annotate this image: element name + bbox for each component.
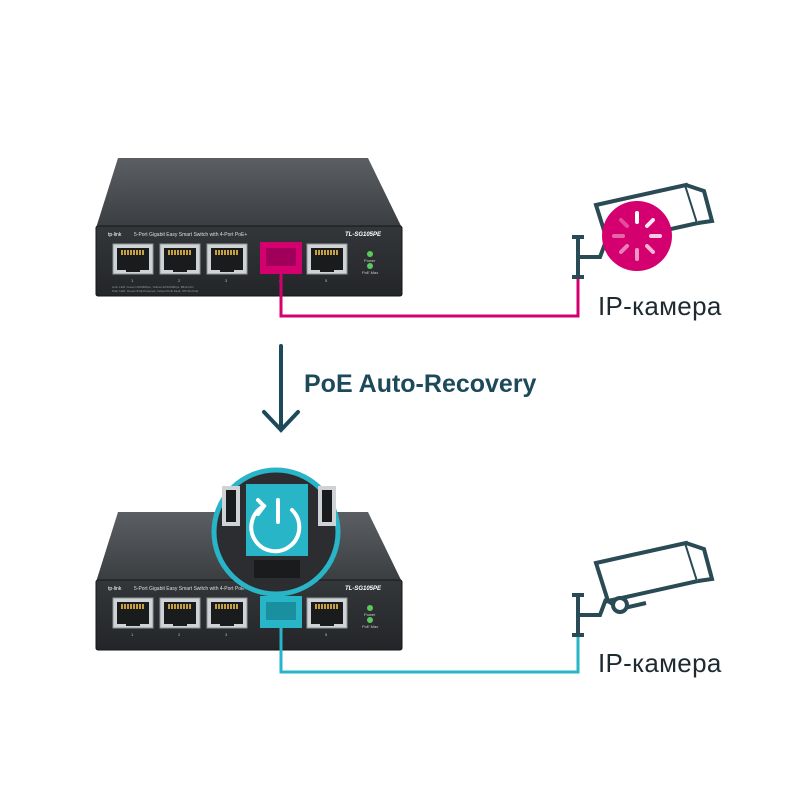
port-2	[159, 597, 201, 629]
model-top: TL-SG105PE	[345, 232, 382, 238]
port-3	[206, 597, 248, 629]
ports-bottom	[112, 596, 348, 629]
port-number: 5	[325, 632, 328, 637]
spec-line-2: PoE: LED: Green=PoE Powered, Yellow=PoE …	[112, 289, 198, 293]
ports-top	[112, 242, 348, 275]
port-5	[306, 597, 348, 629]
cable-fault	[279, 270, 580, 318]
port-1	[112, 243, 154, 275]
spec-line-1: Link: LED: Green=1000Mbps, Yellow=10/100…	[112, 285, 194, 289]
port-number: 2	[178, 278, 181, 283]
port-2	[159, 243, 201, 275]
power-label-top: Power	[364, 258, 376, 263]
description-top: 5-Port Gigabit Easy Smart Switch with 4-…	[134, 232, 247, 238]
cable-recovered	[279, 626, 580, 674]
port-number: 3	[225, 278, 228, 283]
down-arrow-icon	[262, 344, 300, 433]
description-bottom: 5-Port Gigabit Easy Smart Switch with 4-…	[134, 586, 247, 592]
brand-top: tp-link	[108, 232, 122, 238]
port-number: 2	[178, 632, 181, 637]
camera-label-bottom: IP-камера	[598, 648, 722, 678]
port-1	[112, 597, 154, 629]
feature-label: PoE Auto-Recovery	[304, 370, 537, 398]
led-power	[367, 605, 373, 611]
port-5	[306, 243, 348, 275]
loading-spinner-icon	[602, 201, 672, 271]
camera-label-top: IP-камера	[598, 291, 722, 321]
zoom-lens	[211, 467, 341, 597]
led-poe-max	[367, 263, 373, 269]
power-recovery-icon	[249, 498, 302, 554]
led-poe-max	[367, 617, 373, 623]
port-number: 5	[325, 278, 328, 283]
port-3	[206, 243, 248, 275]
model-bottom: TL-SG105PE	[345, 586, 382, 592]
switch-top	[95, 158, 403, 297]
power-label-bottom: Power	[364, 612, 376, 617]
port-number: 1	[131, 278, 134, 283]
poe-max-label-top: PoE Max	[362, 270, 378, 275]
ip-camera-icon	[570, 541, 714, 637]
poe-max-label-bottom: PoE Max	[362, 624, 378, 629]
brand-bottom: tp-link	[108, 586, 122, 592]
led-power	[367, 251, 373, 257]
port-number: 3	[225, 632, 228, 637]
port-number: 1	[131, 632, 134, 637]
